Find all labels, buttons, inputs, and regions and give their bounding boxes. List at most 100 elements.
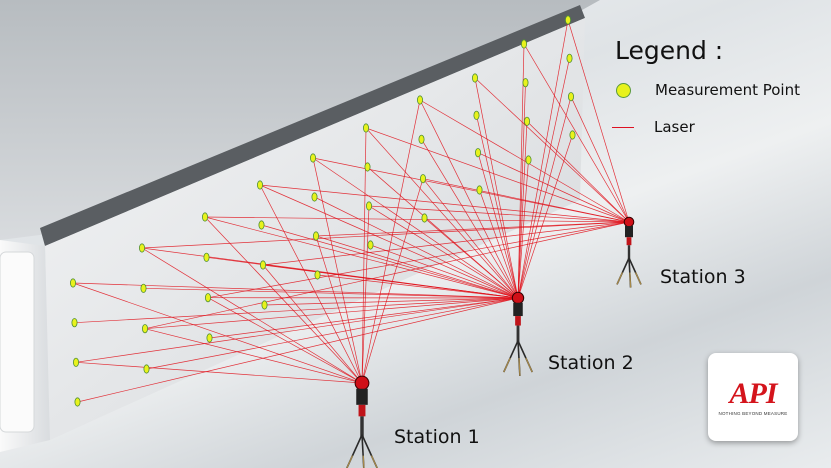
laser-line [144,297,519,330]
tripod-station-2 [503,291,533,376]
laser-line [264,297,519,306]
laser-line [517,58,570,299]
laser-line [517,19,569,299]
laser-line [421,139,519,299]
laser-line [72,282,363,384]
laser-line [261,224,519,299]
measurement-point [140,283,147,293]
laser-line [517,82,526,299]
measurement-point [521,39,528,49]
laser-line [75,297,519,363]
laser-line [144,328,363,384]
station-label-3: Station 3 [660,266,746,288]
measurement-point [471,73,478,83]
laser-line [523,43,630,223]
laser-line [517,159,529,299]
laser-line [368,205,630,223]
measurement-point [476,185,483,195]
measurement-point [365,201,372,211]
measurement-point [416,95,423,105]
laser-line [424,217,519,299]
measurement-point [258,220,265,230]
station-label-1: Station 1 [394,426,480,448]
laser-line [312,157,519,299]
measurement-point [419,174,426,184]
laser-line [370,244,519,299]
measurement-point [569,130,576,140]
laser-line [259,184,630,223]
measurement-point [522,78,529,88]
measurement-point [568,92,575,102]
laser-line [204,216,363,384]
laser-line [259,184,519,299]
station-tripods [346,216,642,468]
laser-line [419,99,519,299]
laser-line [526,121,630,223]
laser-line-icon [612,126,634,128]
laser-line [204,216,630,223]
laser-line [368,205,519,299]
measurement-point [566,53,573,63]
logo-tagline: NOTHING BEYOND MEASURE [718,410,788,416]
measurement-points [70,15,576,407]
beam-edge [40,5,585,246]
measurement-point [311,192,318,202]
laser-line [143,287,519,299]
laser-line [422,178,630,223]
measurement-point [309,153,316,163]
beam-side-face [45,18,585,440]
laser-line [144,221,630,330]
tripod-station-3 [616,216,642,288]
laser-line [517,96,572,299]
measurement-point [418,134,425,144]
laser-line [74,297,519,324]
laser-line [312,157,363,384]
measurement-point [204,293,211,303]
laser-line [141,247,363,384]
measurement-point [524,116,531,126]
legend-item-laser: Laser [612,118,695,136]
measurement-point [474,148,481,158]
api-logo: API NOTHING BEYOND MEASURE [708,353,798,441]
measurement-point [138,243,145,253]
laser-line [567,19,630,223]
measurement-point [312,231,319,241]
laser-line [361,205,370,384]
measurement-point [259,260,266,270]
laser-line [317,274,519,299]
measurement-point [525,155,532,165]
laser-line [361,178,424,384]
measurement-point [73,357,80,367]
measurement-point [362,123,369,133]
laser-line [477,152,519,299]
laser-line [476,115,519,299]
laser-line [365,127,519,299]
measurement-point [141,324,148,334]
laser-line [77,297,519,403]
laser-line [207,297,363,384]
laser-line [141,221,630,249]
laser-line [365,127,630,223]
measurement-point [421,213,428,223]
measurement-point [71,318,78,328]
beam-end-inset [0,251,35,433]
measurement-point [473,110,480,120]
laser-line [477,152,630,223]
legend-title: Legend : [615,36,724,65]
laser-line [570,96,630,223]
measurement-point [201,212,208,222]
legend-item-measurement-point: Measurement Point [612,81,800,99]
measurement-point [367,240,374,250]
laser-line [315,235,519,299]
measurement-point [74,397,81,407]
laser-line [315,221,630,237]
measurement-point [314,270,321,280]
laser-line [315,235,363,384]
measurement-point [206,333,213,343]
logo-mark: API [729,376,777,410]
laser-line [517,121,528,299]
laser-line [422,178,519,299]
laser-line [204,216,519,299]
laser-line [262,264,519,299]
laser-line [314,196,519,299]
